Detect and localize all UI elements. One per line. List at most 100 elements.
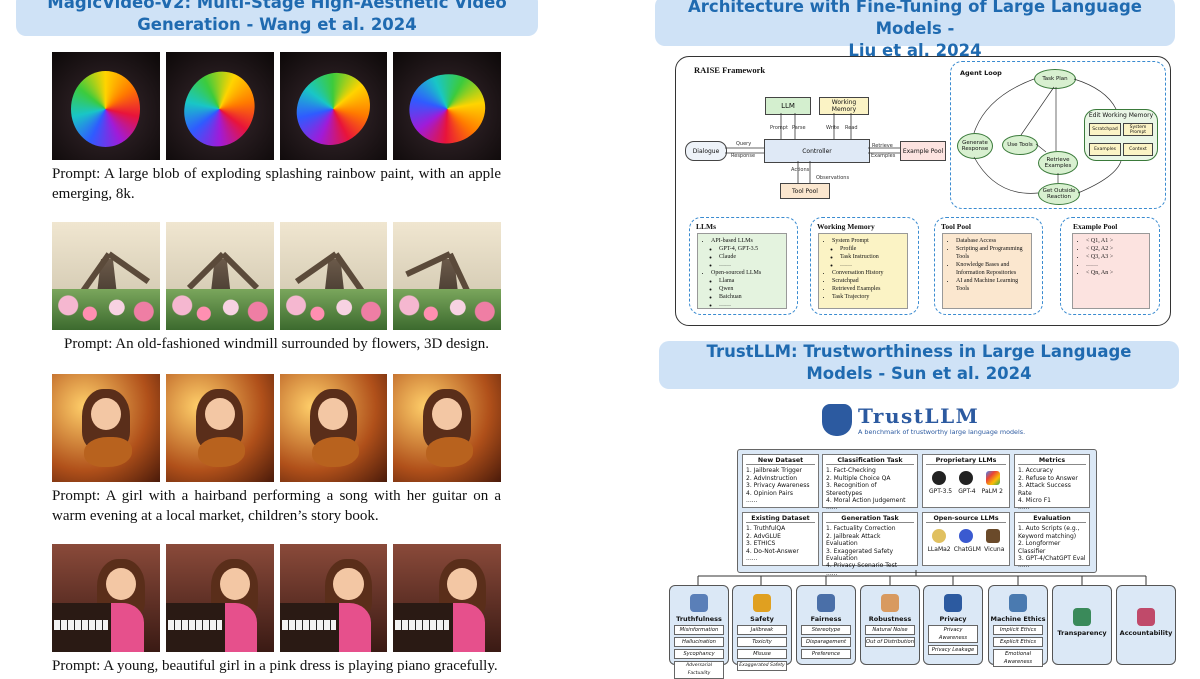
raise-figure: RAISE Framework LLM Working Memory Promp… <box>675 56 1171 326</box>
trust-box-open-source: Open-source LLMs LLaMa2 ChatGLM Vicuna <box>922 512 1010 566</box>
api-llm-1: GPT-4, GPT-3.5 <box>719 245 782 253</box>
open-source-title: Open-source LLMs <box>926 515 1006 524</box>
gpt35-icon <box>932 471 947 486</box>
example-item-1: < Q1, A1 > <box>1086 237 1145 245</box>
evaluation-item-4: ...... <box>1018 562 1030 570</box>
new-dataset-item-5: ...... <box>746 497 758 505</box>
new-dataset-item-4: 4. Opinion Pairs <box>746 489 793 497</box>
arrow-parse: Parse <box>792 125 806 131</box>
existing-dataset-item-1: 1. TruthfulQA <box>746 525 786 533</box>
trust-box-generation: Generation Task 1. Factuality Correction… <box>822 512 918 577</box>
machine-ethics-sub-1: Implicit Ethics <box>993 625 1043 635</box>
apple-frame-1 <box>52 52 160 160</box>
task-plan-node: Task Plan <box>1034 69 1076 89</box>
tool-pool-panel <box>934 217 1043 315</box>
llms-panel-title: LLMs <box>696 222 717 231</box>
metrics-item-2: 2. Refuse to Answer <box>1018 474 1078 482</box>
accountability-label: Accountability <box>1119 629 1173 637</box>
gpt35-label: GPT-3.5 <box>929 488 953 496</box>
existing-dataset-item-3: 3. ETHICS <box>746 540 776 548</box>
arrow-query: Query <box>736 141 752 147</box>
category-truthfulness: Truthfulness Misinformation Hallucinatio… <box>669 585 729 679</box>
fairness-icon <box>817 594 835 612</box>
fairness-sub-2: Disparagement <box>801 637 851 647</box>
wm-item-3: Scratchpad <box>832 277 903 285</box>
new-dataset-item-2: 2. AdvInstruction <box>746 474 798 482</box>
generation-item-1: 1. Factuality Correction <box>826 525 896 533</box>
piano-frame-1 <box>52 544 160 652</box>
chatglm-label: ChatGLM <box>953 546 981 554</box>
truthfulness-label: Truthfulness <box>676 615 722 623</box>
fairness-sub-1: Stereotype <box>801 625 851 635</box>
apple-frame-4 <box>393 52 501 160</box>
open-llm-2: Qwen <box>719 285 782 293</box>
machine-ethics-label: Machine Ethics <box>990 615 1046 623</box>
agent-loop-box <box>950 61 1166 209</box>
trustllm-title-line1: TrustLLM: Trustworthiness in Large Langu… <box>706 342 1132 361</box>
metrics-item-4: 4. Micro F1 <box>1018 497 1051 505</box>
safety-sub-4: Exaggerated Safety <box>737 661 787 671</box>
truthfulness-sub-4: Adversarial Factuality <box>674 661 724 679</box>
trustllm-logo-text: TrustLLM <box>858 404 980 428</box>
existing-dataset-item-5: ...... <box>746 555 758 563</box>
wm-sub-1: Profile <box>840 245 903 253</box>
agent-loop-title: Agent Loop <box>960 69 1002 77</box>
wm-sub-3: …… <box>840 261 903 269</box>
existing-dataset-item-4: 4. Do-Not-Answer <box>746 547 799 555</box>
raise-title-line1: Architecture with Fine-Tuning of Large L… <box>688 0 1142 38</box>
classification-item-4: 4. Moral Action Judgement <box>826 497 906 505</box>
image-row-piano <box>52 544 501 652</box>
privacy-label: Privacy <box>939 615 967 623</box>
api-llm-3: …… <box>719 261 782 269</box>
category-transparency: Transparency <box>1052 585 1112 665</box>
prompt-3: Prompt: A girl with a hairband performin… <box>52 488 501 524</box>
vicuna-icon <box>985 529 1000 544</box>
api-llms-label: API-based LLMs <box>711 237 782 245</box>
privacy-sub-2: Privacy Leakage <box>928 645 978 655</box>
safety-icon <box>753 594 771 612</box>
transparency-label: Transparency <box>1057 629 1107 637</box>
fairness-label: Fairness <box>810 615 842 623</box>
example-item-2: < Q2, A2 > <box>1086 245 1145 253</box>
apple-frame-2 <box>165 52 274 160</box>
generation-item-4: 4. Privacy Scenario Test <box>826 562 898 570</box>
privacy-sub-1: Privacy Awareness <box>928 625 978 643</box>
llama2-label: LLaMa2 <box>927 546 951 554</box>
fairness-sub-3: Preference <box>801 649 851 659</box>
trust-box-new-dataset: New Dataset 1. Jailbreak Trigger 2. AdvI… <box>742 454 819 508</box>
get-outside-reaction-node: Get Outside Reaction <box>1038 183 1080 205</box>
safety-sub-2: Toxicity <box>737 637 787 647</box>
open-llm-3: Baichuan <box>719 293 782 301</box>
vicuna-label: Vicuna <box>984 546 1005 554</box>
prompt-2: Prompt: An old-fashioned windmill surrou… <box>64 336 489 352</box>
truthfulness-sub-2: Hallucination <box>674 637 724 647</box>
category-fairness: Fairness Stereotype Disparagement Prefer… <box>796 585 856 665</box>
llama2-icon <box>932 529 947 544</box>
machine-ethics-icon <box>1009 594 1027 612</box>
trust-box-existing-dataset: Existing Dataset 1. TruthfulQA 2. AdvGLU… <box>742 512 819 566</box>
left-title-line1: MagicVideo-V2: Multi-Stage High-Aestheti… <box>47 0 507 12</box>
working-memory-panel <box>810 217 919 315</box>
examples-node: Examples <box>1089 143 1121 156</box>
system-prompt-node: System Prompt <box>1123 123 1153 136</box>
trust-box-proprietary: Proprietary LLMs GPT-3.5 GPT-4 PaLM 2 <box>922 454 1010 508</box>
tool-item-4: AI and Machine Learning Tools <box>956 277 1027 293</box>
truthfulness-sub-1: Misinformation <box>674 625 724 635</box>
open-llms-label: Open-sourced LLMs <box>711 269 782 277</box>
wm-item-1: System Prompt <box>832 237 903 245</box>
category-privacy: Privacy Privacy Awareness Privacy Leakag… <box>923 585 983 665</box>
guitar-frame-3 <box>279 374 388 482</box>
api-llm-2: Claude <box>719 253 782 261</box>
wm-item-2: Conversation History <box>832 269 903 277</box>
example-item-3: < Q3, A3 > <box>1086 253 1145 261</box>
evaluation-title: Evaluation <box>1018 515 1086 524</box>
arrow-response: Response <box>731 153 756 159</box>
tool-pool-panel-list: Database Access Scripting and Programmin… <box>942 233 1032 309</box>
gpt4-icon <box>958 471 973 486</box>
working-memory-node: Working Memory <box>819 97 869 115</box>
truthfulness-sub-3: Sycophancy <box>674 649 724 659</box>
working-memory-panel-title: Working Memory <box>817 222 875 231</box>
image-row-guitar <box>52 374 501 482</box>
generation-title: Generation Task <box>826 515 914 524</box>
example-item-5: < Qn, An > <box>1086 269 1145 277</box>
